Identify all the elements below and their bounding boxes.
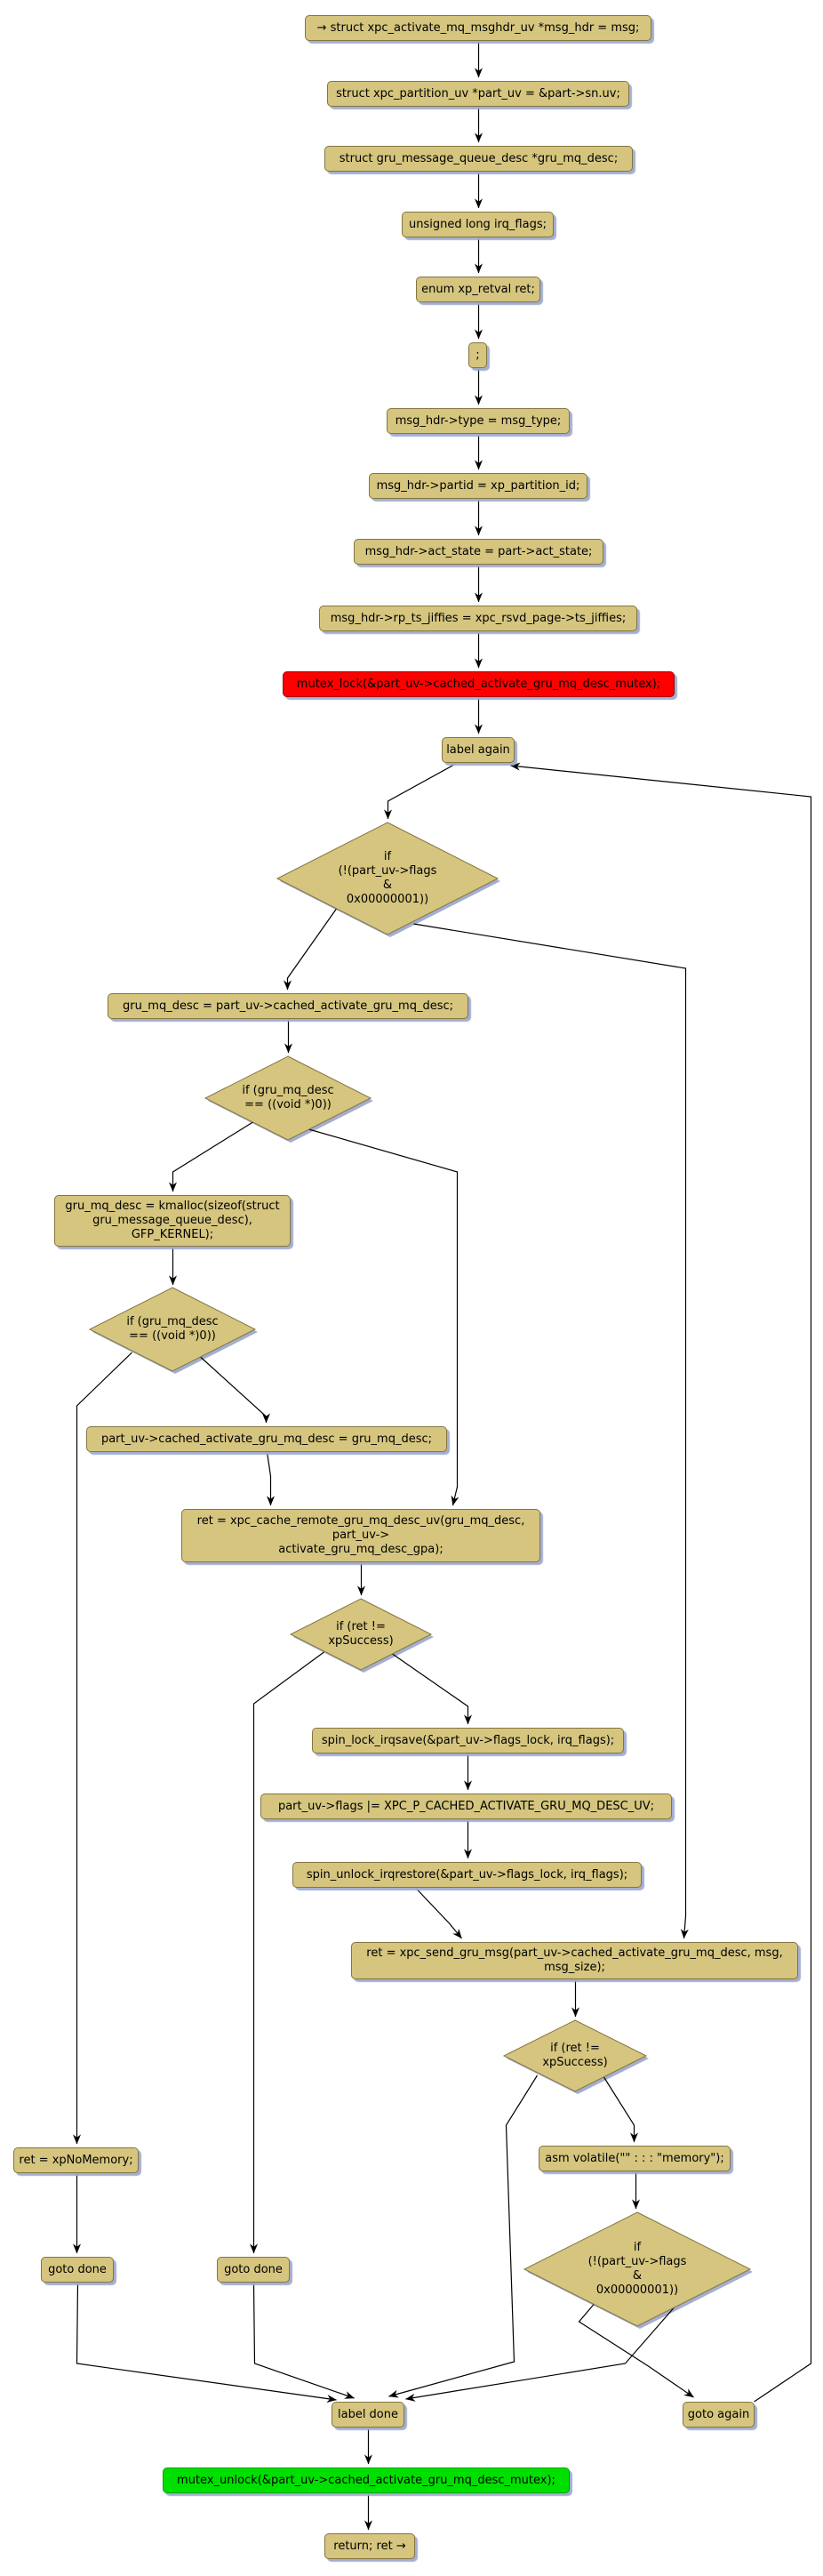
edge-n29-n31 [76,2282,337,2403]
diamond-if-ret-2 [502,2019,648,2092]
node-return-ret: return; ret → [324,2533,415,2559]
node-cache-remote-desc: ret = xpc_cache_remote_gru_mq_desc_uv(gr… [181,1509,540,1562]
node-set-partid: msg_hdr->partid = xp_partition_id; [369,473,587,499]
edge-n30-n31 [252,2282,355,2399]
diamond-if-flags-1-label: if (!(part_uv->flags & 0x00000001)) [338,850,437,906]
diamond-if-null-2-label: if (gru_mq_desc == ((void *)0)) [126,1315,219,1343]
diamond-if-null-2 [88,1287,257,1372]
diamond-if-flags-2-label: if (!(part_uv->flags & 0x00000001)) [587,2241,687,2297]
node-mutex-unlock-label: mutex_unlock(&part_uv->cached_activate_g… [177,2473,555,2487]
node-set-rp-ts-jiffies: msg_hdr->rp_ts_jiffies = xpc_rsvd_page->… [319,606,637,631]
node-get-cached-desc-label: gru_mq_desc = part_uv->cached_activate_g… [122,999,454,1013]
node-set-flags-label: part_uv->flags |= XPC_P_CACHED_ACTIVATE_… [277,1799,655,1813]
edge-d1-n24 [413,923,689,1939]
edge-d27-n31 [405,2307,675,2402]
node-set-partid-label: msg_hdr->partid = xp_partition_id; [376,478,580,493]
node-mutex-lock-label: mutex_lock(&part_uv->cached_activate_gru… [296,677,661,691]
diamond-if-ret-1-label: if (ret != xpSuccess) [328,1620,394,1648]
diamond-if-null-1 [204,1055,372,1141]
edge-d15-n16 [169,1121,253,1192]
node-kmalloc: gru_mq_desc = kmalloc(sizeof(struct gru_… [54,1195,291,1247]
node-decl-part-uv: struct xpc_partition_uv *part_uv = &part… [327,81,629,107]
node-return-ret-label: return; ret → [333,2539,406,2553]
node-goto-done-1-label: goto done [48,2262,107,2276]
node-decl-irq-flags: unsigned long irq_flags; [402,212,554,237]
diamond-if-ret-2-label: if (ret != xpSuccess) [542,2042,608,2069]
node-kmalloc-label: gru_mq_desc = kmalloc(sizeof(struct gru_… [65,1200,280,1241]
node-decl-ret-label: enum xp_retval ret; [421,282,535,296]
node-decl-ret: enum xp_retval ret; [416,277,540,302]
node-label-again-label: label again [446,742,510,757]
node-set-type-label: msg_hdr->type = msg_type; [395,413,562,428]
node-decl-gru-mq-desc-label: struct gru_message_queue_desc *gru_mq_de… [339,151,619,165]
edge-d25-n26 [603,2076,638,2143]
node-spin-unlock-label: spin_unlock_irqrestore(&part_uv->flags_l… [306,1867,628,1882]
node-set-flags: part_uv->flags |= XPC_P_CACHED_ACTIVATE_… [260,1794,672,1819]
node-entry-msg-hdr: → struct xpc_activate_mq_msghdr_uv *msg_… [305,15,651,41]
edge-n23-n24 [415,1887,462,1939]
node-ret-xpnomemory: ret = xpNoMemory; [13,2147,139,2173]
node-empty-statement: ; [468,342,487,368]
node-cache-remote-desc-label: ret = xpc_cache_remote_gru_mq_desc_uv(gr… [196,1514,525,1556]
diamond-shadows [92,825,753,2329]
node-goto-done-2: goto done [217,2257,290,2283]
edges [73,41,812,2531]
node-send-gru-msg-label: ret = xpc_send_gru_msg(part_uv->cached_a… [366,1946,783,1974]
node-store-cached-desc: part_uv->cached_activate_gru_mq_desc = g… [86,1426,447,1452]
node-goto-again-label: goto again [687,2407,750,2421]
node-asm-volatile: asm volatile("" : : : "memory"); [539,2146,731,2171]
edge-d15-n19 [308,1128,459,1506]
node-spin-unlock: spin_unlock_irqrestore(&part_uv->flags_l… [292,1862,642,1888]
edge-d17-n28 [73,1352,132,2145]
edge-d20-n30 [250,1651,324,2254]
node-set-act-state: msg_hdr->act_state = part->act_state; [354,539,603,565]
node-asm-volatile-label: asm volatile("" : : : "memory"); [545,2151,724,2165]
node-decl-irq-flags-label: unsigned long irq_flags; [409,217,547,231]
node-entry-msg-hdr-label: → struct xpc_activate_mq_msghdr_uv *msg_… [316,20,640,35]
node-mutex-lock: mutex_lock(&part_uv->cached_activate_gru… [283,671,675,697]
node-get-cached-desc: gru_mq_desc = part_uv->cached_activate_g… [108,993,468,1019]
diamond-if-null-1-label: if (gru_mq_desc == ((void *)0)) [242,1084,334,1111]
diamond-if-flags-1 [276,822,499,935]
edge-n32-n12 [510,762,812,2403]
node-store-cached-desc-label: part_uv->cached_activate_gru_mq_desc = g… [100,1432,433,1446]
edge-d27-n32 [578,2303,694,2398]
node-send-gru-msg: ret = xpc_send_gru_msg(part_uv->cached_a… [351,1942,798,1979]
node-spin-lock-label: spin_lock_irqsave(&part_uv->flags_lock, … [321,1733,615,1747]
node-label-done-label: label done [337,2407,398,2421]
node-spin-lock: spin_lock_irqsave(&part_uv->flags_lock, … [312,1728,624,1753]
diamonds [88,822,752,2327]
node-ret-xpnomemory-label: ret = xpNoMemory; [19,2153,133,2167]
node-goto-done-1: goto done [41,2257,114,2283]
node-set-type: msg_hdr->type = msg_type; [387,408,570,434]
node-label-done: label done [332,2402,404,2428]
edge-d25-n31 [388,2074,539,2398]
node-mutex-unlock: mutex_unlock(&part_uv->cached_activate_g… [163,2468,570,2493]
edge-d17-n18 [200,1356,270,1424]
node-goto-again: goto again [683,2402,755,2428]
edge-n18-n19 [266,1451,275,1506]
node-set-act-state-label: msg_hdr->act_state = part->act_state; [364,544,593,558]
diamond-if-ret-1 [289,1598,433,1671]
node-label-again: label again [442,737,515,763]
edge-d20-n21 [392,1653,472,1725]
edge-n12-d1 [384,762,458,820]
diamond-if-flags-2 [523,2211,752,2327]
node-decl-part-uv-label: struct xpc_partition_uv *part_uv = &part… [336,86,620,100]
node-set-rp-ts-jiffies-label: msg_hdr->rp_ts_jiffies = xpc_rsvd_page->… [330,611,627,625]
node-decl-gru-mq-desc: struct gru_message_queue_desc *gru_mq_de… [324,146,633,172]
node-goto-done-2-label: goto done [224,2262,283,2276]
node-empty-statement-label: ; [475,348,480,362]
edge-d1-n14 [284,908,337,991]
